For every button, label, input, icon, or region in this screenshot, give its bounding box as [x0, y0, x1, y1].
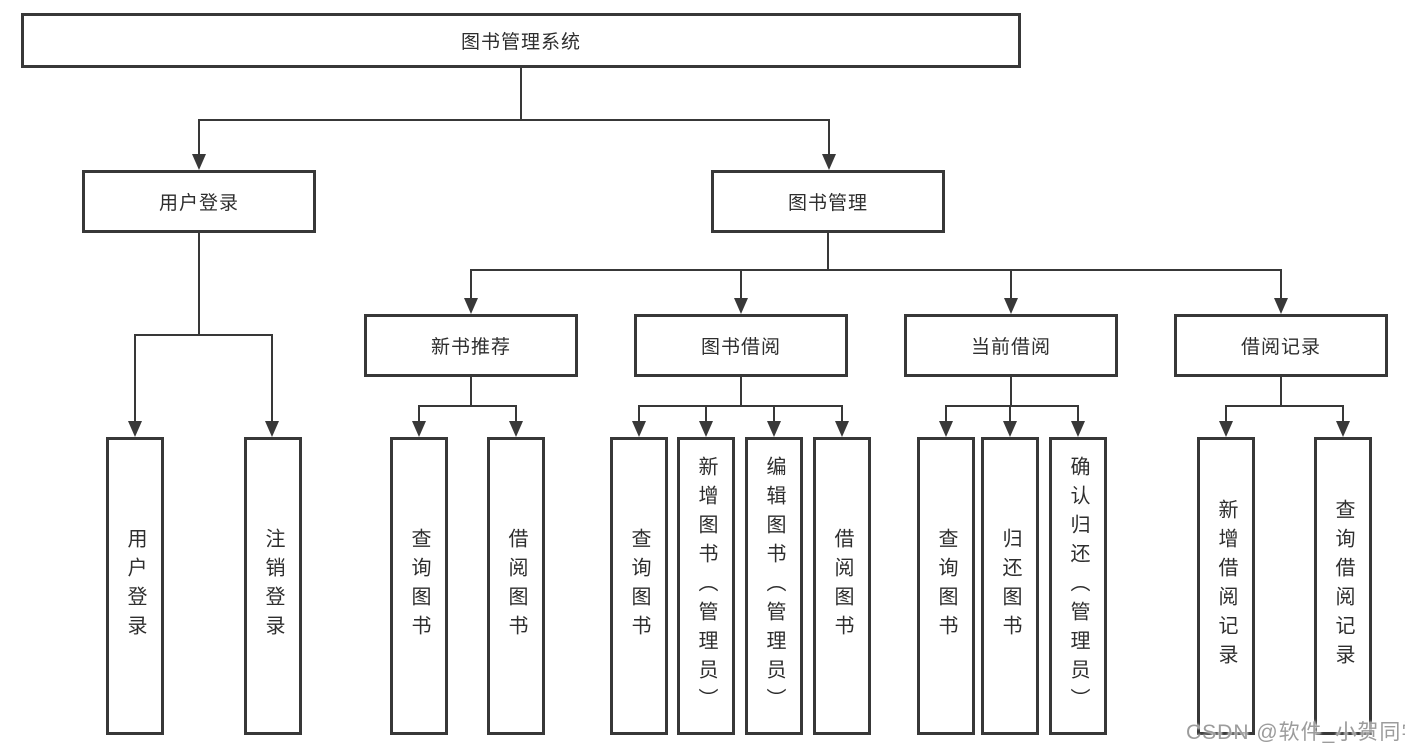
- arrow-down-icon: [192, 154, 206, 170]
- connector-shaft: [1077, 405, 1079, 423]
- connector-shaft: [515, 405, 517, 423]
- node-label: 确认归还（管理员）: [1067, 455, 1089, 717]
- node-book-management: 图书管理: [711, 170, 945, 233]
- arrow-down-icon: [265, 421, 279, 437]
- connector-shaft: [418, 405, 420, 423]
- connector-shaft: [1225, 405, 1227, 423]
- node-label: 当前借阅: [970, 337, 1051, 358]
- connector-shaft: [271, 334, 273, 423]
- node-current-borrowing: 当前借阅: [904, 314, 1118, 377]
- arrow-down-icon: [464, 298, 478, 314]
- node-book-borrowing: 图书借阅: [634, 314, 848, 377]
- arrow-down-icon: [835, 421, 849, 437]
- connector-shaft: [828, 119, 830, 156]
- arrow-down-icon: [767, 421, 781, 437]
- leaf-logout-login: 注销登录: [244, 437, 302, 735]
- connector-shaft: [740, 269, 742, 300]
- connector-stem: [1010, 377, 1012, 406]
- leaf-query-books-borrowing: 查询图书: [610, 437, 668, 735]
- leaf-borrow-books-recommend: 借阅图书: [487, 437, 545, 735]
- leaf-add-borrowing-record: 新增借阅记录: [1197, 437, 1255, 735]
- connector-shaft: [1010, 269, 1012, 300]
- arrow-down-icon: [1003, 421, 1017, 437]
- connector-rail: [638, 405, 842, 407]
- node-label: 图书管理: [787, 193, 868, 214]
- arrow-down-icon: [632, 421, 646, 437]
- node-label: 借阅图书: [505, 528, 527, 644]
- leaf-add-books-admin: 新增图书（管理员）: [677, 437, 735, 735]
- leaf-user-login: 用户登录: [106, 437, 164, 735]
- connector-shaft: [841, 405, 843, 423]
- leaf-query-borrowing-record: 查询借阅记录: [1314, 437, 1372, 735]
- connector-shaft: [134, 334, 136, 423]
- connector-shaft: [1009, 405, 1011, 423]
- node-new-book-recommendation: 新书推荐: [364, 314, 578, 377]
- connector-stem: [198, 233, 200, 335]
- connector-stem: [470, 377, 472, 406]
- arrow-down-icon: [939, 421, 953, 437]
- connector-stem: [740, 377, 742, 406]
- connector-stem: [827, 233, 829, 270]
- leaf-return-books: 归还图书: [981, 437, 1039, 735]
- connector-shaft: [945, 405, 947, 423]
- node-borrowing-records: 借阅记录: [1174, 314, 1388, 377]
- connector-root-stem: [520, 68, 522, 120]
- connector-shaft: [198, 119, 200, 156]
- arrow-down-icon: [699, 421, 713, 437]
- node-label: 新书推荐: [430, 337, 511, 358]
- connector-shaft: [1280, 269, 1282, 300]
- leaf-borrow-books: 借阅图书: [813, 437, 871, 735]
- connector-shaft: [705, 405, 707, 423]
- connector-shaft: [470, 269, 472, 300]
- node-label: 借阅记录: [1240, 337, 1321, 358]
- leaf-query-books-current: 查询图书: [917, 437, 975, 735]
- csdn-watermark: CSDN @软件_小贺同学: [1186, 721, 1405, 744]
- connector-shaft: [638, 405, 640, 423]
- node-label: 查询图书: [935, 528, 957, 644]
- leaf-edit-books-admin: 编辑图书（管理员）: [745, 437, 803, 735]
- leaf-query-books-recommend: 查询图书: [390, 437, 448, 735]
- node-label: 查询借阅记录: [1332, 499, 1354, 673]
- node-label: 新增图书（管理员）: [695, 455, 717, 717]
- connector-rail: [471, 269, 1281, 271]
- arrow-down-icon: [1004, 298, 1018, 314]
- arrow-down-icon: [1274, 298, 1288, 314]
- node-label: 查询图书: [408, 528, 430, 644]
- arrow-down-icon: [1071, 421, 1085, 437]
- arrow-down-icon: [1219, 421, 1233, 437]
- node-label: 用户登录: [158, 193, 239, 214]
- node-label: 图书管理系统: [460, 32, 581, 53]
- arrow-down-icon: [734, 298, 748, 314]
- connector-root-rail: [198, 119, 830, 121]
- connector-rail: [945, 405, 1079, 407]
- arrow-down-icon: [412, 421, 426, 437]
- node-label: 用户登录: [124, 528, 146, 644]
- connector-rail: [1225, 405, 1344, 407]
- arrow-down-icon: [128, 421, 142, 437]
- arrow-down-icon: [509, 421, 523, 437]
- arrow-down-icon: [822, 154, 836, 170]
- node-label: 编辑图书（管理员）: [763, 455, 785, 717]
- arrow-down-icon: [1336, 421, 1350, 437]
- node-label: 新增借阅记录: [1215, 499, 1237, 673]
- node-label: 图书借阅: [700, 337, 781, 358]
- node-user-login: 用户登录: [82, 170, 316, 233]
- node-label: 注销登录: [262, 528, 284, 644]
- connector-shaft: [1342, 405, 1344, 423]
- node-label: 查询图书: [628, 528, 650, 644]
- node-library-management-system: 图书管理系统: [21, 13, 1021, 68]
- node-label: 借阅图书: [831, 528, 853, 644]
- connector-stem: [1280, 377, 1282, 406]
- connector-rail: [134, 334, 273, 336]
- connector-rail: [418, 405, 517, 407]
- leaf-confirm-return-admin: 确认归还（管理员）: [1049, 437, 1107, 735]
- connector-shaft: [773, 405, 775, 423]
- node-label: 归还图书: [999, 528, 1021, 644]
